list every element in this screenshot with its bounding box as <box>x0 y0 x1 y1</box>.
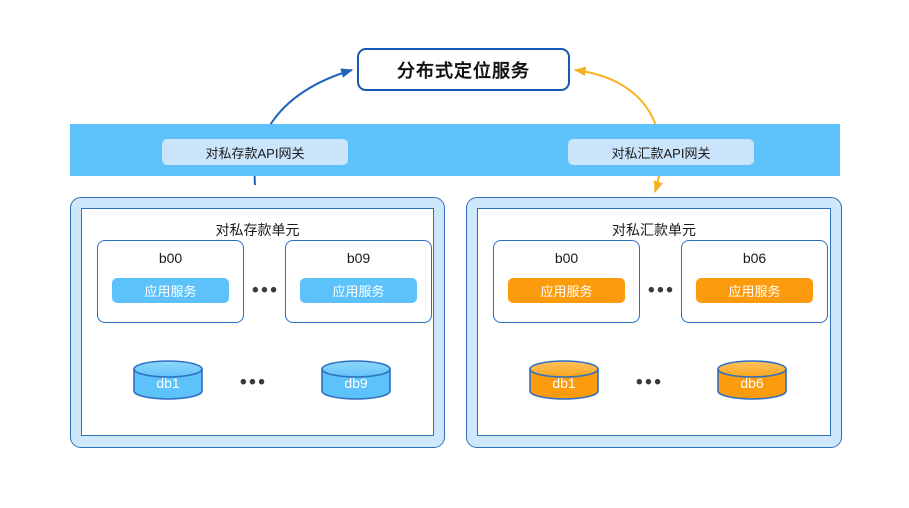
database-remittance-db6-label: db6 <box>740 375 764 391</box>
service-pill-deposit-b09[interactable]: 应用服务 <box>300 278 417 303</box>
node-box-remittance-b00[interactable]: b00 应用服务 <box>493 240 640 323</box>
gateway-pill-deposit-label: 对私存款API网关 <box>205 145 305 161</box>
node-label-deposit-b00: b00 <box>158 250 183 266</box>
node-label-remittance-b06: b06 <box>742 250 767 266</box>
node-box-remittance-b06[interactable]: b06 应用服务 <box>681 240 828 323</box>
service-pill-remittance-b00-label: 应用服务 <box>540 284 593 299</box>
node-box-deposit-b00[interactable]: b00 应用服务 <box>97 240 244 323</box>
unit-title-remittance: 对私汇款单元 <box>612 222 696 238</box>
node-ellipsis-remittance: ••• <box>648 280 676 301</box>
database-remittance-db1-label: db1 <box>552 375 576 391</box>
service-pill-deposit-b00[interactable]: 应用服务 <box>112 278 229 303</box>
service-pill-deposit-b00-label: 应用服务 <box>144 284 197 299</box>
database-ellipsis-deposit: ••• <box>240 372 268 393</box>
database-ellipsis-remittance: ••• <box>636 372 664 393</box>
node-label-remittance-b00: b00 <box>554 250 579 266</box>
service-pill-deposit-b09-label: 应用服务 <box>332 284 385 299</box>
database-deposit-db9[interactable]: db9 <box>320 360 392 400</box>
node-box-deposit-b09[interactable]: b09 应用服务 <box>285 240 432 323</box>
database-deposit-db9-label: db9 <box>344 375 368 391</box>
service-pill-remittance-b00[interactable]: 应用服务 <box>508 278 625 303</box>
gateway-pill-deposit[interactable]: 对私存款API网关 <box>162 139 348 165</box>
unit-title-deposit: 对私存款单元 <box>215 222 300 238</box>
database-deposit-db1-label: db1 <box>156 375 180 391</box>
locator-service-box[interactable]: 分布式定位服务 <box>357 48 570 91</box>
service-pill-remittance-b06[interactable]: 应用服务 <box>696 278 813 303</box>
gateway-pill-remittance-label: 对私汇款API网关 <box>611 145 711 161</box>
gateway-pill-remittance[interactable]: 对私汇款API网关 <box>568 139 754 165</box>
service-pill-remittance-b06-label: 应用服务 <box>728 284 781 299</box>
locator-service-label: 分布式定位服务 <box>397 60 530 81</box>
database-remittance-db1[interactable]: db1 <box>528 360 600 400</box>
node-label-deposit-b09: b09 <box>346 250 371 266</box>
database-deposit-db1[interactable]: db1 <box>132 360 204 400</box>
node-ellipsis-deposit: ••• <box>252 280 280 301</box>
database-remittance-db6[interactable]: db6 <box>716 360 788 400</box>
